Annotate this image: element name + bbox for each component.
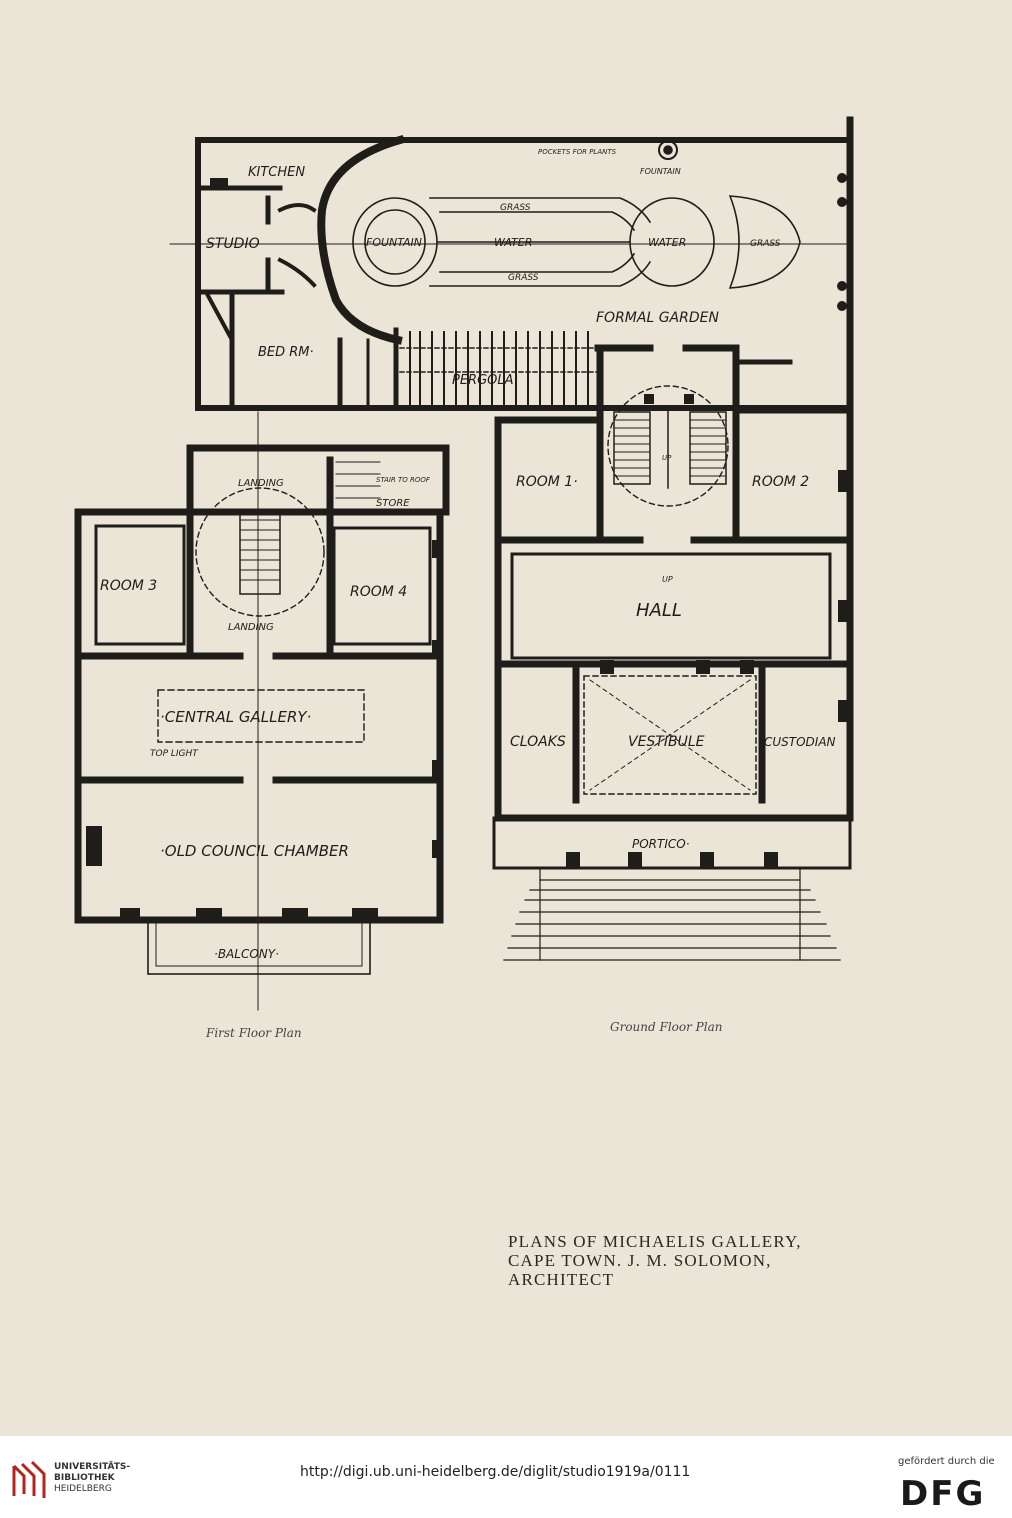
plate-caption: PLANS OF MICHAELIS GALLERY, CAPE TOWN. J…: [508, 1232, 868, 1289]
plate-caption-line-3: ARCHITECT: [508, 1270, 615, 1289]
first-floor-caption: First Floor Plan: [206, 1026, 302, 1040]
label-pockets-for-plants: POCKETS FOR PLANTS: [538, 148, 617, 156]
plate-caption-line-1: PLANS OF MICHAELIS GALLERY,: [508, 1232, 802, 1251]
library-name-line-1: UNIVERSITÄTS-: [54, 1462, 131, 1472]
permalink-url[interactable]: http://digi.ub.uni-heidelberg.de/diglit/…: [300, 1464, 691, 1480]
label-room-3: ROOM 3: [100, 578, 157, 594]
label-vestibule: VESTIBULE: [628, 734, 705, 750]
library-name-line-3: HEIDELBERG: [54, 1484, 112, 1494]
label-custodian: CUSTODIAN: [764, 735, 836, 749]
stair-treads: [613, 419, 727, 477]
label-room-2: ROOM 2: [752, 474, 809, 490]
label-studio: STUDIO: [206, 236, 260, 252]
label-up-stair: UP: [662, 454, 672, 462]
label-fountain-top: FOUNTAIN: [640, 167, 681, 176]
funder-label: gefördert durch die: [898, 1456, 995, 1467]
label-hall: HALL: [636, 600, 682, 621]
label-cloaks: CLOAKS: [510, 734, 566, 750]
plate-caption-line-2: CAPE TOWN. J. M. SOLOMON,: [508, 1251, 772, 1270]
label-room-4: ROOM 4: [350, 584, 407, 600]
plan-labels: KITCHEN STUDIO BED RM· POCKETS FOR PLANT…: [100, 148, 836, 961]
label-fountain-center: FOUNTAIN: [366, 236, 422, 249]
label-top-light: TOP LIGHT: [150, 749, 199, 759]
label-water-1: WATER: [494, 236, 532, 249]
label-old-council-chamber: ·OLD COUNCIL CHAMBER: [160, 842, 349, 860]
scanned-page: KITCHEN STUDIO BED RM· POCKETS FOR PLANT…: [0, 0, 1012, 1436]
label-grass-right: GRASS: [750, 239, 781, 249]
library-name: UNIVERSITÄTS- BIBLIOTHEK HEIDELBERG: [54, 1462, 130, 1495]
label-portico: PORTICO·: [632, 837, 690, 851]
label-grass-bottom: GRASS: [508, 273, 539, 283]
label-water-2: WATER: [648, 236, 686, 249]
label-bed-room: BED RM·: [258, 345, 314, 360]
label-landing-bottom: LANDING: [228, 622, 274, 633]
formal-garden-drawing: [169, 140, 851, 289]
label-grass-top: GRASS: [500, 203, 531, 213]
library-name-line-2: BIBLIOTHEK: [54, 1473, 115, 1483]
label-central-gallery: ·CENTRAL GALLERY·: [160, 708, 311, 726]
label-kitchen: KITCHEN: [248, 165, 305, 180]
footer-bar: [0, 1436, 1012, 1518]
label-pergola: PERGOLA: [452, 373, 514, 388]
floor-plan-drawing: KITCHEN STUDIO BED RM· POCKETS FOR PLANT…: [74, 116, 854, 1011]
library-logo-icon: [12, 1460, 46, 1498]
ground-floor-caption: Ground Floor Plan: [610, 1020, 723, 1034]
label-store: STORE: [376, 498, 410, 509]
studio-block-walls: [195, 135, 853, 411]
label-balcony: ·BALCONY·: [214, 947, 279, 961]
dfg-logo: DFG: [900, 1474, 986, 1514]
first-floor-walls: [74, 411, 450, 1011]
label-stair-to-roof: STAIR TO ROOF: [376, 476, 431, 484]
label-formal-garden: FORMAL GARDEN: [596, 310, 719, 326]
label-landing-top: LANDING: [238, 478, 284, 489]
ground-floor-walls: [492, 116, 854, 961]
label-room-1: ROOM 1·: [516, 474, 578, 490]
label-up-hall: UP: [662, 575, 673, 584]
